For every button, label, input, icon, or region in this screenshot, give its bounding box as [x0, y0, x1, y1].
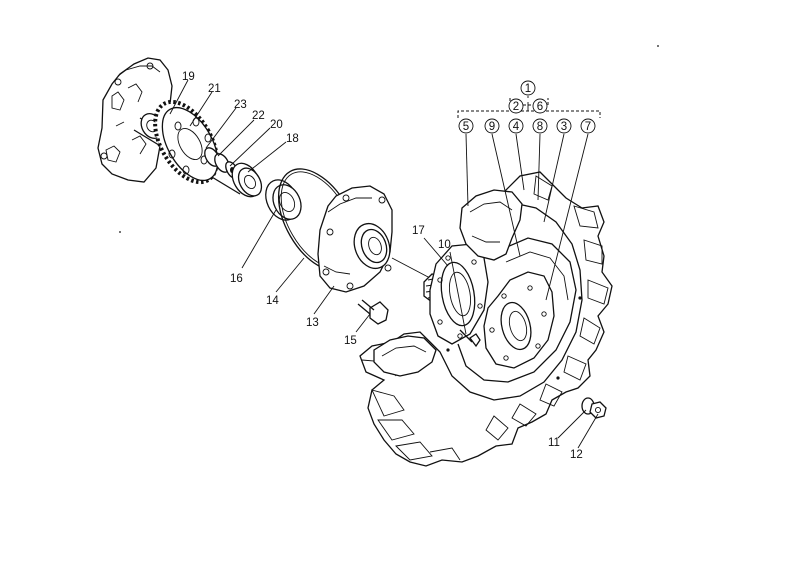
hub-flange-17	[423, 243, 489, 345]
drive-gear	[153, 99, 219, 185]
bearing-18	[231, 162, 263, 198]
callout-7: 7	[585, 121, 591, 133]
bearing-16	[265, 179, 302, 221]
label-20: 20	[270, 119, 283, 131]
label-10: 10	[438, 239, 451, 251]
nut-washer	[581, 397, 607, 419]
label-14: 14	[266, 295, 279, 307]
leader-lines	[169, 79, 601, 449]
label-12: 12	[570, 449, 583, 461]
callouts: 1 2 6 5 9 4 8 3 7 19 21 23 22 20 18 16 1…	[182, 71, 596, 461]
label-18: 18	[286, 133, 299, 145]
label-11: 11	[548, 437, 560, 449]
tractor-tire	[359, 171, 613, 467]
callout-6: 6	[537, 101, 543, 113]
callout-1: 1	[525, 83, 531, 95]
scan-speck	[657, 45, 659, 47]
bolt-10	[459, 329, 481, 348]
callout-2: 2	[513, 101, 519, 113]
axle-centerline	[391, 257, 431, 279]
label-15: 15	[344, 335, 357, 347]
callout-8: 8	[537, 121, 543, 133]
scan-speck	[119, 231, 121, 233]
label-22: 22	[252, 110, 265, 122]
label-17: 17	[412, 225, 425, 237]
callout-3: 3	[561, 121, 567, 133]
callout-5: 5	[463, 121, 469, 133]
label-16: 16	[230, 273, 243, 285]
callout-9: 9	[489, 121, 495, 133]
hub-cover-13	[317, 185, 393, 293]
label-19: 19	[182, 71, 195, 83]
label-21: 21	[208, 83, 221, 95]
callout-4: 4	[513, 121, 520, 133]
bolt-15	[357, 299, 389, 325]
label-23: 23	[234, 99, 247, 111]
label-13: 13	[306, 317, 319, 329]
